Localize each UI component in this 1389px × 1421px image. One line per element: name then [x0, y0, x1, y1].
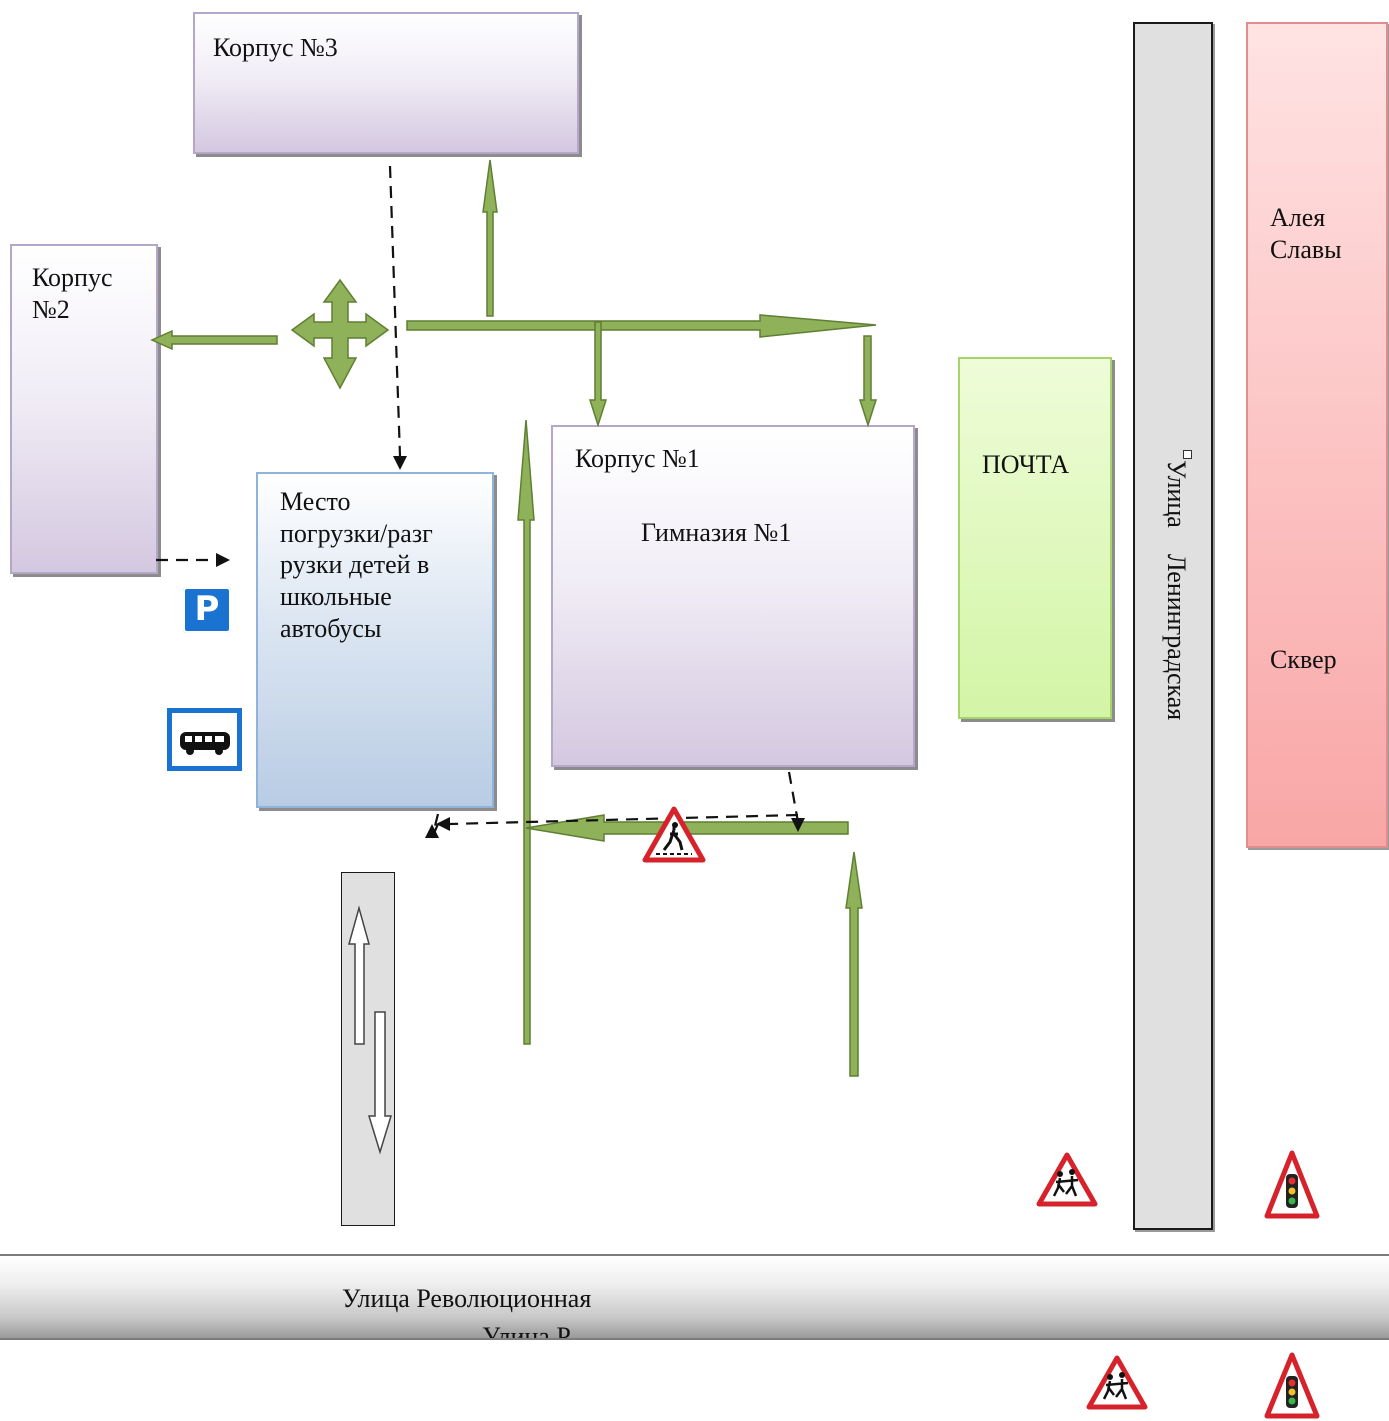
- dashed-head-korpus1: [791, 818, 805, 832]
- alley-of-glory: Алея Славы Сквер: [1246, 22, 1388, 848]
- loading-zone: Место погрузки/разг рузки детей в школьн…: [256, 472, 494, 808]
- children-crossing-icon-1: [1036, 1152, 1098, 1207]
- street-marker: [1183, 450, 1192, 459]
- dashed-up-segment: [430, 813, 440, 839]
- bus-icon: [180, 732, 230, 755]
- bus-stop-icon: [167, 708, 242, 771]
- dashed-head-right: [216, 553, 230, 567]
- korpus-1-label: Корпус №1: [575, 444, 700, 473]
- korpus-3-label: Корпус №3: [213, 33, 338, 62]
- four-way-arrow: [290, 278, 390, 390]
- alley-label: Алея Славы: [1270, 203, 1342, 264]
- dashed-head-up: [425, 824, 439, 838]
- gymnasium-label: Гимназия №1: [641, 518, 792, 547]
- bus-sign-inner: [172, 713, 237, 766]
- dashed-head-down: [393, 456, 407, 470]
- post-office: ПОЧТА: [958, 357, 1112, 719]
- arrow-down-right: [858, 335, 878, 428]
- traffic-light-icon-2: [1264, 1352, 1320, 1419]
- arrow-right-up: [845, 851, 863, 1077]
- driveway-arrow-down: [367, 1011, 393, 1155]
- revolutsionnaya-label: Улица Революционная: [342, 1284, 592, 1313]
- korpus-3-building: Корпус №3: [193, 12, 579, 154]
- parking-letter: P: [194, 589, 220, 629]
- children-crossing-icon-2: [1086, 1355, 1148, 1410]
- driveway-strip: [341, 872, 395, 1226]
- traffic-light-icon-1: [1264, 1150, 1320, 1219]
- parking-icon: P: [183, 587, 231, 633]
- arrow-to-korpus-2: [150, 329, 278, 351]
- post-office-label: ПОЧТА: [982, 450, 1070, 479]
- korpus-2-label: Корпус №2: [32, 263, 113, 324]
- loading-zone-label: Место погрузки/разг рузки детей в школьн…: [280, 487, 433, 643]
- driveway-arrow-up: [348, 905, 370, 1045]
- arrow-long-up: [517, 419, 535, 1045]
- dashed-bottom-horizontal: [449, 813, 799, 826]
- arrow-down-left: [588, 321, 608, 428]
- korpus-2-building: Корпус №2: [10, 244, 158, 574]
- arrow-main-horizontal: [406, 314, 877, 338]
- pedestrian-crossing-icon: [642, 806, 706, 863]
- arrow-to-korpus-3: [482, 159, 498, 317]
- revolutsionnaya-overflow-label: Улица Р: [482, 1322, 571, 1338]
- square-label: Сквер: [1270, 645, 1337, 674]
- dashed-head-left: [436, 817, 450, 831]
- dashed-korpus1-down: [787, 771, 800, 823]
- revolutsionnaya-street: Улица Революционная Улица Р: [0, 1256, 1389, 1338]
- leningradskaya-street: Улица Ленинградская: [1133, 22, 1213, 1230]
- dashed-korpus3-to-loading: [388, 165, 402, 457]
- road-edge-top: [0, 1254, 1389, 1256]
- korpus-1-building: Корпус №1 Гимназия №1: [551, 425, 915, 767]
- road-edge-bottom: [0, 1338, 1389, 1340]
